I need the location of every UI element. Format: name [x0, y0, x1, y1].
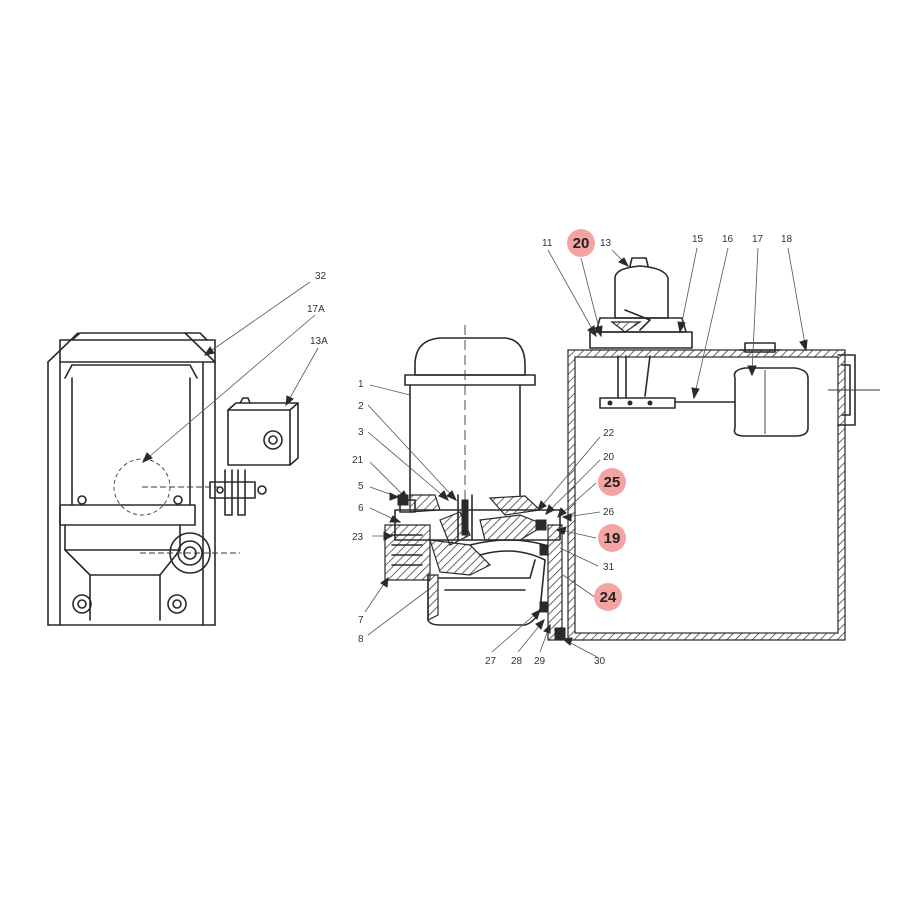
label-16: 16	[722, 234, 734, 245]
callout-labels: 32 17A 13A 1 2 3 21 5 6 23 7 8 11 13 15 …	[307, 234, 793, 667]
section-view-drawing	[384, 257, 880, 641]
highlighted-callouts: 20 25 19 24	[567, 229, 626, 611]
label-28: 28	[511, 656, 523, 667]
highlight-24-label: 24	[600, 589, 617, 606]
highlight-25[interactable]: 25	[598, 468, 626, 496]
label-6: 6	[358, 503, 364, 514]
label-30: 30	[594, 656, 606, 667]
label-20-small: 20	[603, 452, 615, 463]
highlight-25-label: 25	[604, 474, 621, 491]
label-18: 18	[781, 234, 793, 245]
label-21: 21	[352, 455, 364, 466]
label-17a: 17A	[307, 304, 325, 315]
label-29: 29	[534, 656, 546, 667]
highlight-19[interactable]: 19	[598, 524, 626, 552]
highlight-19-label: 19	[604, 530, 621, 547]
section-view-leaders	[364, 247, 808, 658]
label-23: 23	[352, 532, 364, 543]
label-7: 7	[358, 615, 364, 626]
label-15: 15	[692, 234, 704, 245]
label-11: 11	[542, 238, 553, 249]
highlight-24[interactable]: 24	[594, 583, 622, 611]
front-view-leaders	[142, 281, 319, 463]
label-26: 26	[603, 507, 615, 518]
label-3: 3	[358, 427, 364, 438]
label-2: 2	[358, 401, 364, 412]
label-27: 27	[485, 656, 497, 667]
label-1: 1	[358, 379, 364, 390]
label-13a: 13A	[310, 336, 328, 347]
front-view-drawing	[47, 332, 299, 626]
highlight-20[interactable]: 20	[567, 229, 595, 257]
label-13: 13	[600, 238, 612, 249]
highlight-20-label: 20	[573, 235, 590, 252]
label-32: 32	[315, 271, 327, 282]
label-17: 17	[752, 234, 764, 245]
label-22: 22	[603, 428, 615, 439]
label-5: 5	[358, 481, 364, 492]
label-8: 8	[358, 634, 364, 645]
label-31: 31	[603, 562, 615, 573]
